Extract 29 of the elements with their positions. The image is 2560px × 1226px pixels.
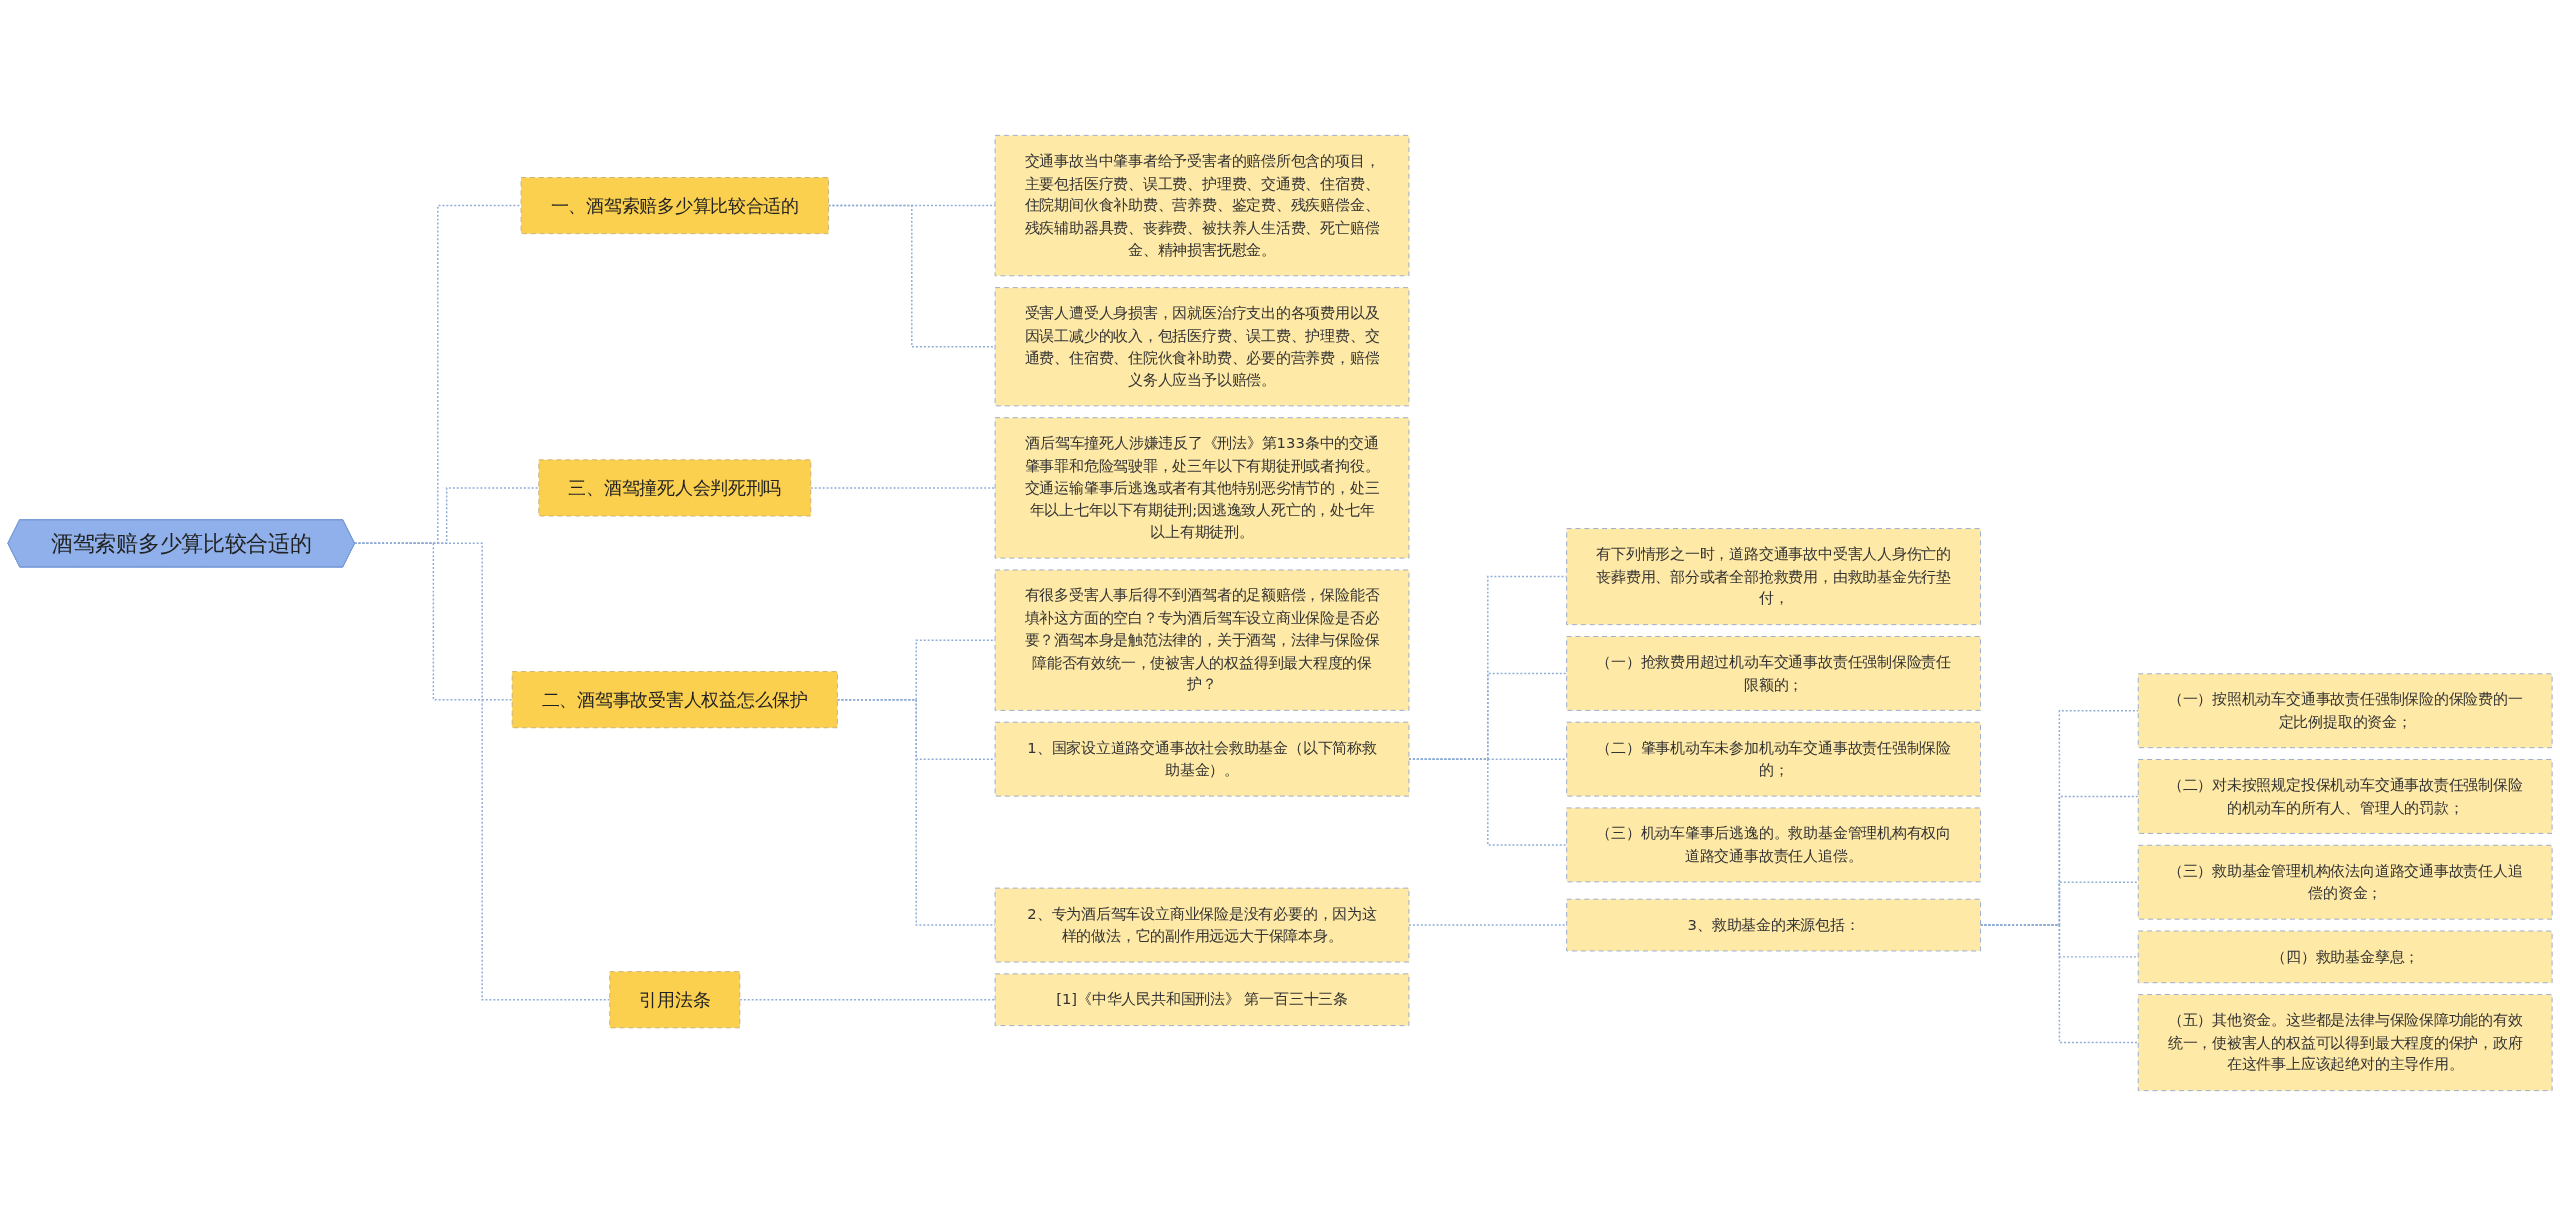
node-box: （三）机动车肇事后逃逸的。救助基金管理机构有权向道路交通事故责任人追偿。	[1566, 807, 1982, 883]
node-box: 一、酒驾索赔多少算比较合适的	[520, 177, 830, 235]
connector	[739, 999, 996, 1001]
node-box: （二）对未按照规定投保机动车交通事故责任强制保险的机动车的所有人、管理人的罚款；	[2137, 759, 2553, 834]
node-box: 交通事故当中肇事者给予受害者的赔偿所包含的项目，主要包括医疗费、误工费、护理费、交通费、住宿费、住院期间伙食补助费、营养费、鉴定费、残疾赔偿金、残疾辅助器具费、丧葬费、被扶养人生活费、死亡赔偿金、精神损害抚慰金。	[994, 134, 1410, 277]
node-box: 酒后驾车撞死人涉嫌违反了《刑法》第133条中的交通肇事罪和危险驾驶罪，处三年以下有期徒刑或者拘役。交通运输肇事后逃逸或者有其他特别恶劣情节的，处三年以上七年以下有期徒刑;因逃逸致人死亡的，处七年以上有期徒刑。	[994, 417, 1410, 559]
node-box: （一）按照机动车交通事故责任强制保险的保险费的一定比例提取的资金；	[2137, 673, 2553, 749]
node-box: 有下列情形之一时，道路交通事故中受害人人身伤亡的丧葬费用、部分或者全部抢救费用，由救助基金先行垫付，	[1566, 528, 1982, 626]
node-box: 有很多受害人事后得不到酒驾者的足额赔偿，保险能否填补这方面的空白？专为酒后驾车设立商业保险是否必要？酒驾本身是触范法律的，关于酒驾，法律与保险保障能否有效统一，使被害人的权益得到最大程度的保护？	[994, 569, 1410, 711]
connector	[810, 487, 996, 489]
node-box: 二、酒驾事故受害人权益怎么保护	[511, 671, 838, 729]
node-box: （一）抢救费用超过机动车交通事故责任强制保险责任限额的；	[1566, 635, 1982, 711]
node-box: [1]《中华人民共和国刑法》 第一百三十三条	[994, 973, 1410, 1027]
node-box: 2、专为酒后驾车设立商业保险是没有必要的，因为这样的做法，它的副作用远远大于保障本身。	[994, 887, 1410, 963]
node-box: （二）肇事机动车未参加机动车交通事故责任强制保险的；	[1566, 721, 1982, 797]
connector	[1979, 924, 2139, 1044]
node-box: 受害人遭受人身损害，因就医治疗支出的各项费用以及因误工减少的收入，包括医疗费、误工费、护理费、交通费、住宿费、住院伙食补助费、必要的营养费，赔偿义务人应当予以赔偿。	[994, 287, 1410, 407]
connector	[1408, 924, 1568, 926]
node-box: 三、酒驾撞死人会判死刑吗	[538, 459, 812, 517]
connector	[353, 542, 611, 1001]
node-box: （五）其他资金。这些都是法律与保险保障功能的有效统一，使被害人的权益可以得到最大程度的保护，政府在这件事上应该起绝对的主导作用。	[2137, 994, 2553, 1092]
node-box: 3、救助基金的来源包括：	[1566, 898, 1982, 952]
connector	[1408, 758, 1568, 846]
connector	[827, 204, 996, 348]
node-box: 引用法条	[609, 971, 741, 1029]
connector	[836, 698, 996, 926]
node-box: （四）救助基金孳息；	[2137, 930, 2553, 984]
node-box: （三）救助基金管理机构依法向道路交通事故责任人追偿的资金；	[2137, 844, 2553, 920]
node-box: 1、国家设立道路交通事故社会救助基金（以下简称救助基金）。	[994, 721, 1410, 797]
